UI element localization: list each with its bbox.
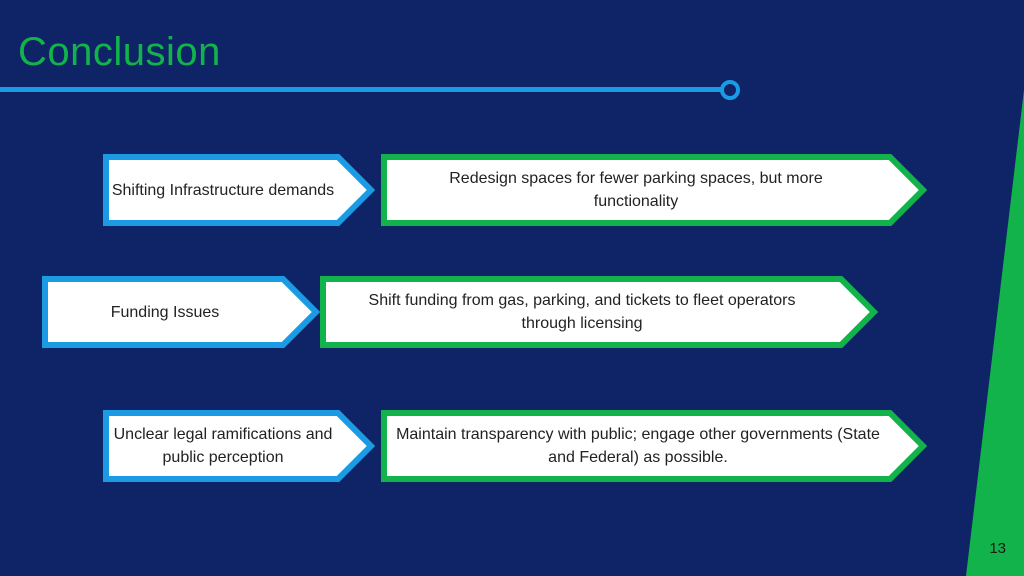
action-arrow-3: Maintain transparency with public; engag… (381, 410, 927, 482)
action-arrow-1: Redesign spaces for fewer parking spaces… (381, 154, 927, 226)
issue-label: Unclear legal ramifications and public p… (113, 426, 333, 466)
page-number: 13 (989, 540, 1006, 557)
issue-label: Shifting Infrastructure demands (111, 181, 335, 199)
slide-title: Conclusion (18, 30, 221, 74)
title-underline-dot (720, 80, 740, 100)
action-label: Shift funding from gas, parking, and tic… (368, 292, 796, 332)
issue-arrow-1: Shifting Infrastructure demands (103, 154, 375, 226)
issue-arrow-2: Funding Issues (42, 276, 320, 348)
title-underline (0, 87, 722, 92)
action-arrow-2: Shift funding from gas, parking, and tic… (320, 276, 878, 348)
issue-label: Funding Issues (110, 303, 220, 321)
action-label: Maintain transparency with public; engag… (396, 426, 880, 466)
issue-arrow-3: Unclear legal ramifications and public p… (103, 410, 375, 482)
action-label: Redesign spaces for fewer parking spaces… (449, 170, 823, 210)
